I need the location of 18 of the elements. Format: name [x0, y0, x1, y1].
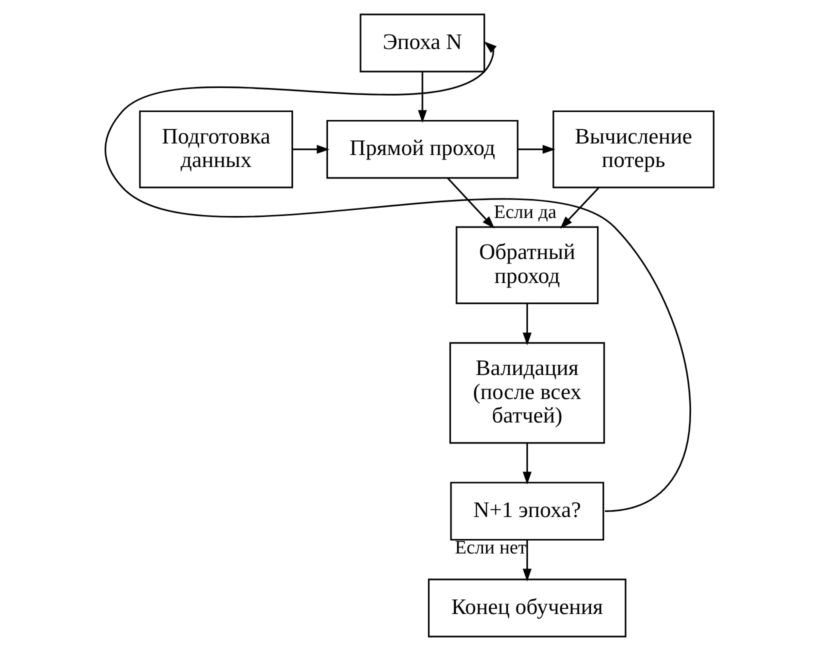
edge-label: Если да [493, 202, 556, 223]
node-box: Подготовка данных [138, 110, 293, 188]
arrow [104, 41, 690, 512]
node-box: Валидация (после всех батчей) [448, 342, 604, 444]
node-box: Прямой проход [326, 120, 518, 179]
arrow [560, 187, 599, 229]
arrow [522, 540, 532, 582]
arrow [517, 144, 555, 154]
node-box: Конец обучения [427, 578, 626, 638]
arrow [522, 303, 532, 346]
node-box: Эпоха N [359, 14, 485, 72]
arrow [446, 178, 494, 229]
arrow [417, 72, 426, 123]
arrow [292, 144, 330, 154]
arrow [522, 443, 532, 484]
node-box: Обратный проход [455, 226, 598, 304]
node-box: Вычисление потерь [552, 110, 714, 188]
node-box: N+1 эпоха? [450, 482, 604, 541]
